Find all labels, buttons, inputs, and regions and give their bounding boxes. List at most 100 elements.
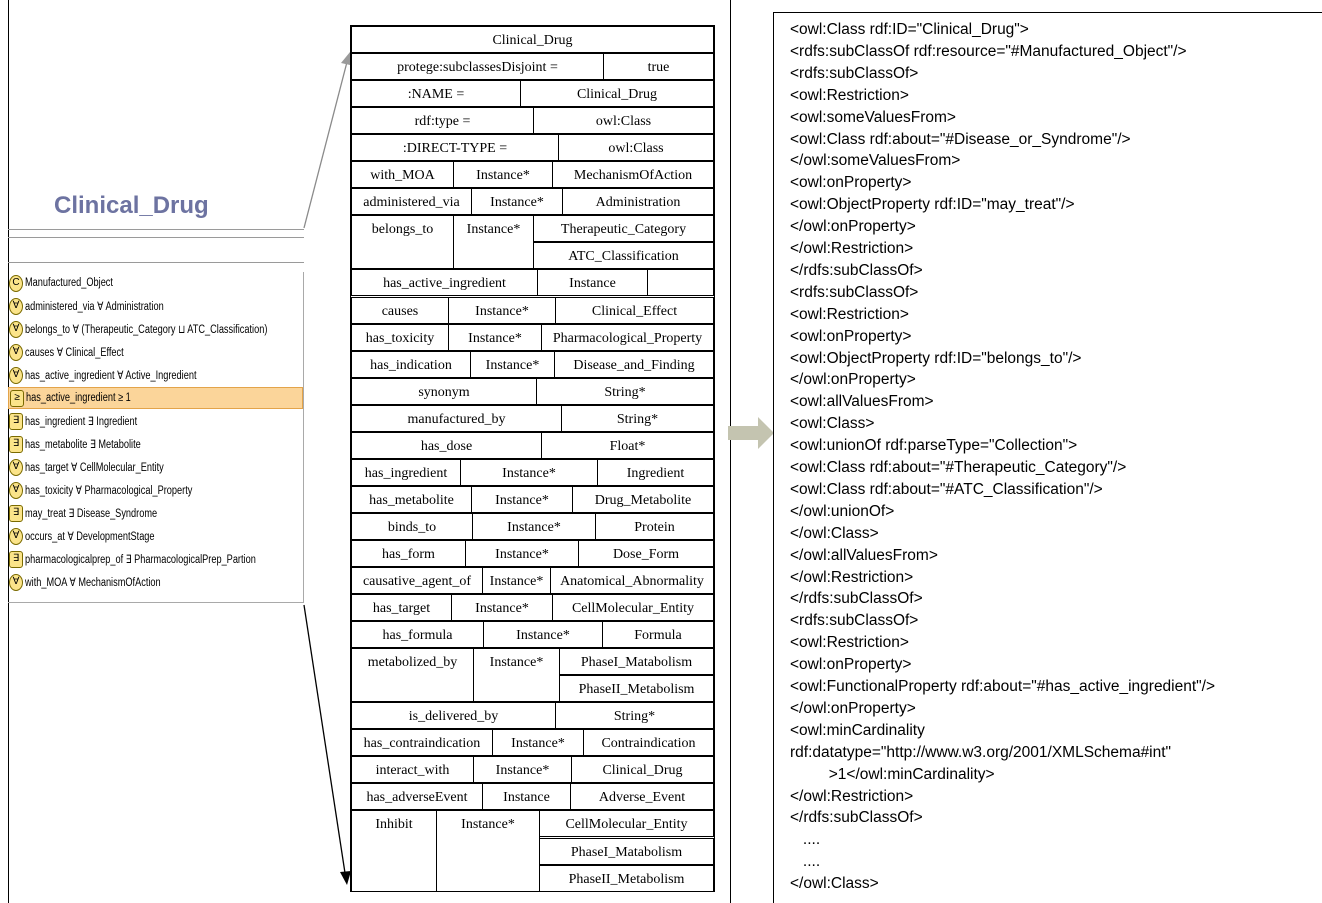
frame-cell: has_target <box>351 594 452 622</box>
frame-cell: Instance* <box>436 810 540 892</box>
frame-cell: administered_via <box>351 188 472 216</box>
restriction-label: occurs_at ∀ DevelopmentStage <box>25 531 155 543</box>
code-line: <owl:ObjectProperty rdf:ID="may_treat"/> <box>790 196 1075 214</box>
code-line: .... <box>790 853 821 871</box>
code-line: <owl:Class rdf:about="#Therapeutic_Categ… <box>790 459 1127 476</box>
restriction-item[interactable]: ∀has_toxicity ∀ Pharmacological_Property <box>8 479 303 501</box>
frame-cell: with_MOA <box>351 161 454 189</box>
restriction-label: has_metabolite ∃ Metabolite <box>25 439 141 451</box>
restriction-label: causes ∀ Clinical_Effect <box>25 347 124 359</box>
frame-cell: PhaseII_Metabolism <box>559 675 714 703</box>
frame-cell: Instance* <box>453 161 553 189</box>
frame-cell: manufactured_by <box>351 404 562 432</box>
restriction-item[interactable]: ∀with_MOA ∀ MechanismOfAction <box>8 571 303 593</box>
frame-cell: has_ingredient <box>351 458 461 486</box>
restriction-item[interactable]: ∃has_metabolite ∃ Metabolite <box>8 433 303 455</box>
code-line: </owl:onProperty> <box>790 218 916 236</box>
frame-cell: Clinical_Drug <box>571 756 714 784</box>
frame-cell: Ingredient <box>597 458 714 486</box>
frame-cell: Clinical_Drug <box>351 26 714 54</box>
restriction-label: has_toxicity ∀ Pharmacological_Property <box>25 485 193 497</box>
restriction-item[interactable]: ∃has_ingredient ∃ Ingredient <box>8 410 303 432</box>
frame-cell: Instance <box>482 783 571 811</box>
frame-cell: Instance* <box>472 512 596 540</box>
code-line: <owl:Restriction> <box>790 634 909 652</box>
code-line: <rdfs:subClassOf> <box>790 283 919 301</box>
frame-cell: Adverse_Event <box>570 783 714 811</box>
frame-cell: Pharmacological_Property <box>541 323 714 351</box>
frame-cell: Instance* <box>482 567 551 595</box>
restriction-label: belongs_to ∀ (Therapeutic_Category ⊔ ATC… <box>25 324 268 336</box>
frame-cell: Administration <box>562 188 714 216</box>
restriction-item[interactable]: ∀administered_via ∀ Administration <box>8 295 303 317</box>
code-line: <rdfs:subClassOf rdf:resource="#Manufact… <box>790 42 1187 60</box>
restriction-label: administered_via ∀ Administration <box>25 301 164 313</box>
restriction-icon: ∀ <box>9 458 23 476</box>
restriction-label: has_ingredient ∃ Ingredient <box>25 416 138 428</box>
code-line: <owl:Class rdf:about="#ATC_Classificatio… <box>790 480 1103 498</box>
frame-cell: metabolized_by <box>351 648 474 703</box>
code-line: </owl:Restriction> <box>790 787 914 805</box>
restriction-icon: ∃ <box>9 504 23 522</box>
frame-cell: Disease_and_Finding <box>554 350 714 378</box>
restriction-item[interactable]: ∀has_target ∀ CellMolecular_Entity <box>8 456 303 478</box>
code-line: </owl:Class> <box>790 524 879 542</box>
restriction-label: has_target ∀ CellMolecular_Entity <box>25 462 164 474</box>
frame-cell: has_toxicity <box>351 323 449 351</box>
restriction-icon: ∀ <box>9 573 23 591</box>
frame-cell: Float* <box>541 431 714 459</box>
frame-cell: PhaseI_Matabolism <box>539 837 714 865</box>
frame-cell: Drug_Metabolite <box>572 485 714 513</box>
frame-cell: CellMolecular_Entity <box>552 594 714 622</box>
frame-cell: Instance* <box>473 648 560 703</box>
restriction-item[interactable]: ∀has_active_ingredient ∀ Active_Ingredie… <box>8 364 303 386</box>
frame-cell: CellMolecular_Entity <box>539 810 714 838</box>
restriction-label: Manufactured_Object <box>25 277 113 289</box>
code-line: >1</owl:minCardinality> <box>790 765 995 783</box>
frame-cell: has_form <box>351 539 466 567</box>
frame-cell: Instance* <box>453 215 534 270</box>
frame-cell: PhaseI_Matabolism <box>559 648 714 676</box>
restriction-item[interactable]: ∀belongs_to ∀ (Therapeutic_Category ⊔ AT… <box>8 318 303 340</box>
restriction-item[interactable]: ∀causes ∀ Clinical_Effect <box>8 341 303 363</box>
code-line: </owl:allValuesFrom> <box>790 546 938 564</box>
restriction-item[interactable]: ∃pharmacologicalprep_of ∃ Pharmacologica… <box>8 548 303 570</box>
frame-cell: has_indication <box>351 350 471 378</box>
restriction-icon: ∀ <box>9 527 23 545</box>
code-line: .... <box>790 831 821 849</box>
class-icon: C <box>9 274 23 292</box>
code-line: <rdfs:subClassOf> <box>790 612 919 630</box>
code-line: </owl:onProperty> <box>790 371 916 389</box>
frame-cell: belongs_to <box>351 215 454 270</box>
code-line: <rdfs:subClassOf> <box>790 64 919 82</box>
frame-cell: Anatomical_Abnormality <box>550 567 714 595</box>
right-arrow-icon <box>728 417 774 449</box>
code-line: <owl:Restriction> <box>790 86 909 104</box>
restriction-icon: ∃ <box>9 550 23 568</box>
code-line: <owl:someValuesFrom> <box>790 108 956 126</box>
frame-cell: Formula <box>602 621 714 649</box>
restriction-item[interactable]: ≥has_active_ingredient ≥ 1 <box>8 387 303 409</box>
code-line: </owl:someValuesFrom> <box>790 152 961 170</box>
restriction-item[interactable]: ∃may_treat ∃ Disease_Syndrome <box>8 502 303 524</box>
frame-cell: owl:Class <box>533 107 714 135</box>
code-line: <owl:Class rdf:ID="Clinical_Drug"> <box>790 21 1029 38</box>
arrow-head-top <box>341 52 350 65</box>
restriction-icon: ∀ <box>9 343 23 361</box>
restriction-label: has_active_ingredient ∀ Active_Ingredien… <box>25 370 197 382</box>
restriction-icon: ≥ <box>10 389 24 407</box>
code-line: <owl:onProperty> <box>790 656 912 674</box>
frame-cell: owl:Class <box>558 134 714 162</box>
frame-cell: :DIRECT-TYPE = <box>351 134 559 162</box>
frame-cell: Instance* <box>470 350 555 378</box>
frame-cell: Contraindication <box>583 729 714 757</box>
restriction-icon: ∀ <box>9 366 23 384</box>
frame-cell: binds_to <box>351 512 473 540</box>
frame-cell: ATC_Classification <box>533 242 714 270</box>
separator-line <box>8 262 304 263</box>
restriction-item[interactable]: ∀occurs_at ∀ DevelopmentStage <box>8 525 303 547</box>
code-line: </owl:Restriction> <box>790 568 914 586</box>
frame-cell: has_metabolite <box>351 485 472 513</box>
